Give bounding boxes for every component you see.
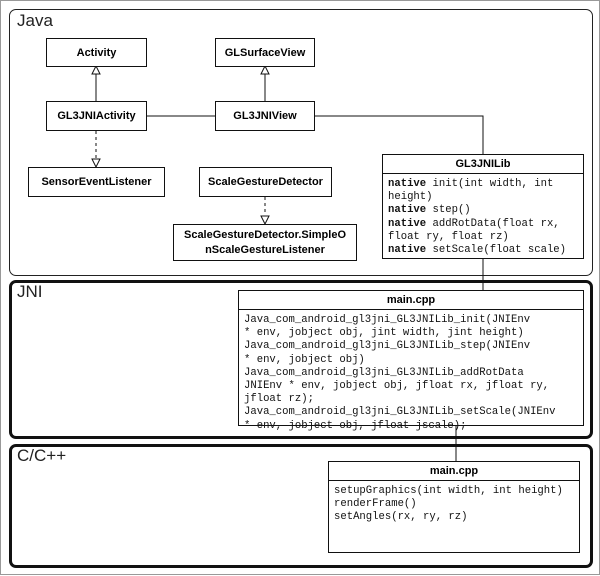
java-panel-title: Java [17, 11, 53, 30]
gl3jnilib-method: native addRotData(float rx, float ry, fl… [388, 218, 578, 244]
gl3jnilib-title: GL3JNILib [383, 155, 583, 174]
jni-code-line: jfloat rz); [244, 393, 314, 406]
gl3jnilib-method: native setScale(float scale) [388, 244, 578, 257]
simpleonscalegesturelistener-class: ScaleGestureDetector.SimpleO nScaleGestu… [173, 224, 357, 261]
glsurfaceview-label: GLSurfaceView [224, 46, 306, 59]
jni-code-line: Java_com_android_gl3jni_GL3JNILib_init(J… [244, 314, 531, 326]
activity-class: Activity [46, 38, 147, 67]
gl3jniactivity-class: GL3JNIActivity [46, 101, 147, 131]
activity-label: Activity [76, 46, 117, 59]
jni-code-line: * env, jobject obj) [244, 353, 365, 366]
gl3jnilib-class: GL3JNILib native init(int width, int hei… [382, 154, 584, 259]
jni-code-line: * env, jobject obj, jint width, jint hei… [244, 327, 524, 340]
jni-code-line: * env, jobject obj, jfloat jscale); [244, 419, 467, 432]
gl3jnilib-methods: native init(int width, int height)native… [383, 174, 583, 257]
simplelistener-label-line1: ScaleGestureDetector.SimpleO [183, 228, 346, 241]
cpp-main-cpp-title: main.cpp [329, 462, 579, 481]
jni-main-cpp-title: main.cpp [239, 291, 583, 310]
sensoreventlistener-label: SensorEventListener [41, 176, 152, 188]
jni-main-cpp-class: main.cpp Java_com_android_gl3jni_GL3JNIL… [238, 290, 584, 432]
method-text: init(int width, int height) [388, 178, 554, 204]
gl3jniview-label: GL3JNIView [233, 110, 297, 122]
method-text: step() [426, 204, 471, 217]
c-cpp-panel-title: C/C++ [17, 446, 67, 465]
scalegesturedetector-label: ScaleGestureDetector [208, 176, 323, 188]
simplelistener-label-line2: nScaleGestureListener [205, 243, 325, 256]
cpp-code-line: setAngles(rx, ry, rz) [334, 511, 468, 524]
cpp-main-cpp-functions: setupGraphics(int width, int height)rend… [329, 481, 579, 525]
native-keyword: native [388, 204, 427, 217]
jni-main-cpp-functions: Java_com_android_gl3jni_GL3JNILib_init(J… [239, 310, 583, 433]
jni-panel-title: JNI [17, 282, 43, 301]
jni-code-line: JNIEnv * env, jobject obj, jfloat rx, jf… [244, 380, 550, 393]
sensoreventlistener-class: SensorEventListener [28, 167, 165, 197]
cpp-main-cpp-class: main.cpp setupGraphics(int width, int he… [328, 461, 580, 553]
jni-code-line: Java_com_android_gl3jni_GL3JNILib_step(J… [244, 340, 531, 353]
cpp-code-line: setupGraphics(int width, int height) [334, 485, 563, 497]
method-text: addRotData(float rx, float ry, float rz) [388, 217, 560, 243]
gl3jnilib-method: native step() [388, 204, 578, 217]
method-text: setScale(float scale) [426, 244, 567, 257]
gl3jnilib-method: native init(int width, int height) [388, 178, 578, 204]
native-keyword: native [388, 178, 427, 190]
gl3jniview-class: GL3JNIView [215, 101, 315, 131]
gl3jniactivity-label: GL3JNIActivity [57, 110, 136, 122]
jni-code-line: Java_com_android_gl3jni_GL3JNILib_setSca… [244, 406, 556, 419]
cpp-code-line: renderFrame() [334, 498, 417, 511]
native-keyword: native [388, 217, 427, 230]
scalegesturedetector-class: ScaleGestureDetector [199, 167, 332, 197]
glsurfaceview-class: GLSurfaceView [215, 38, 315, 67]
jni-code-line: Java_com_android_gl3jni_GL3JNILib_addRot… [244, 366, 524, 379]
native-keyword: native [388, 244, 427, 257]
